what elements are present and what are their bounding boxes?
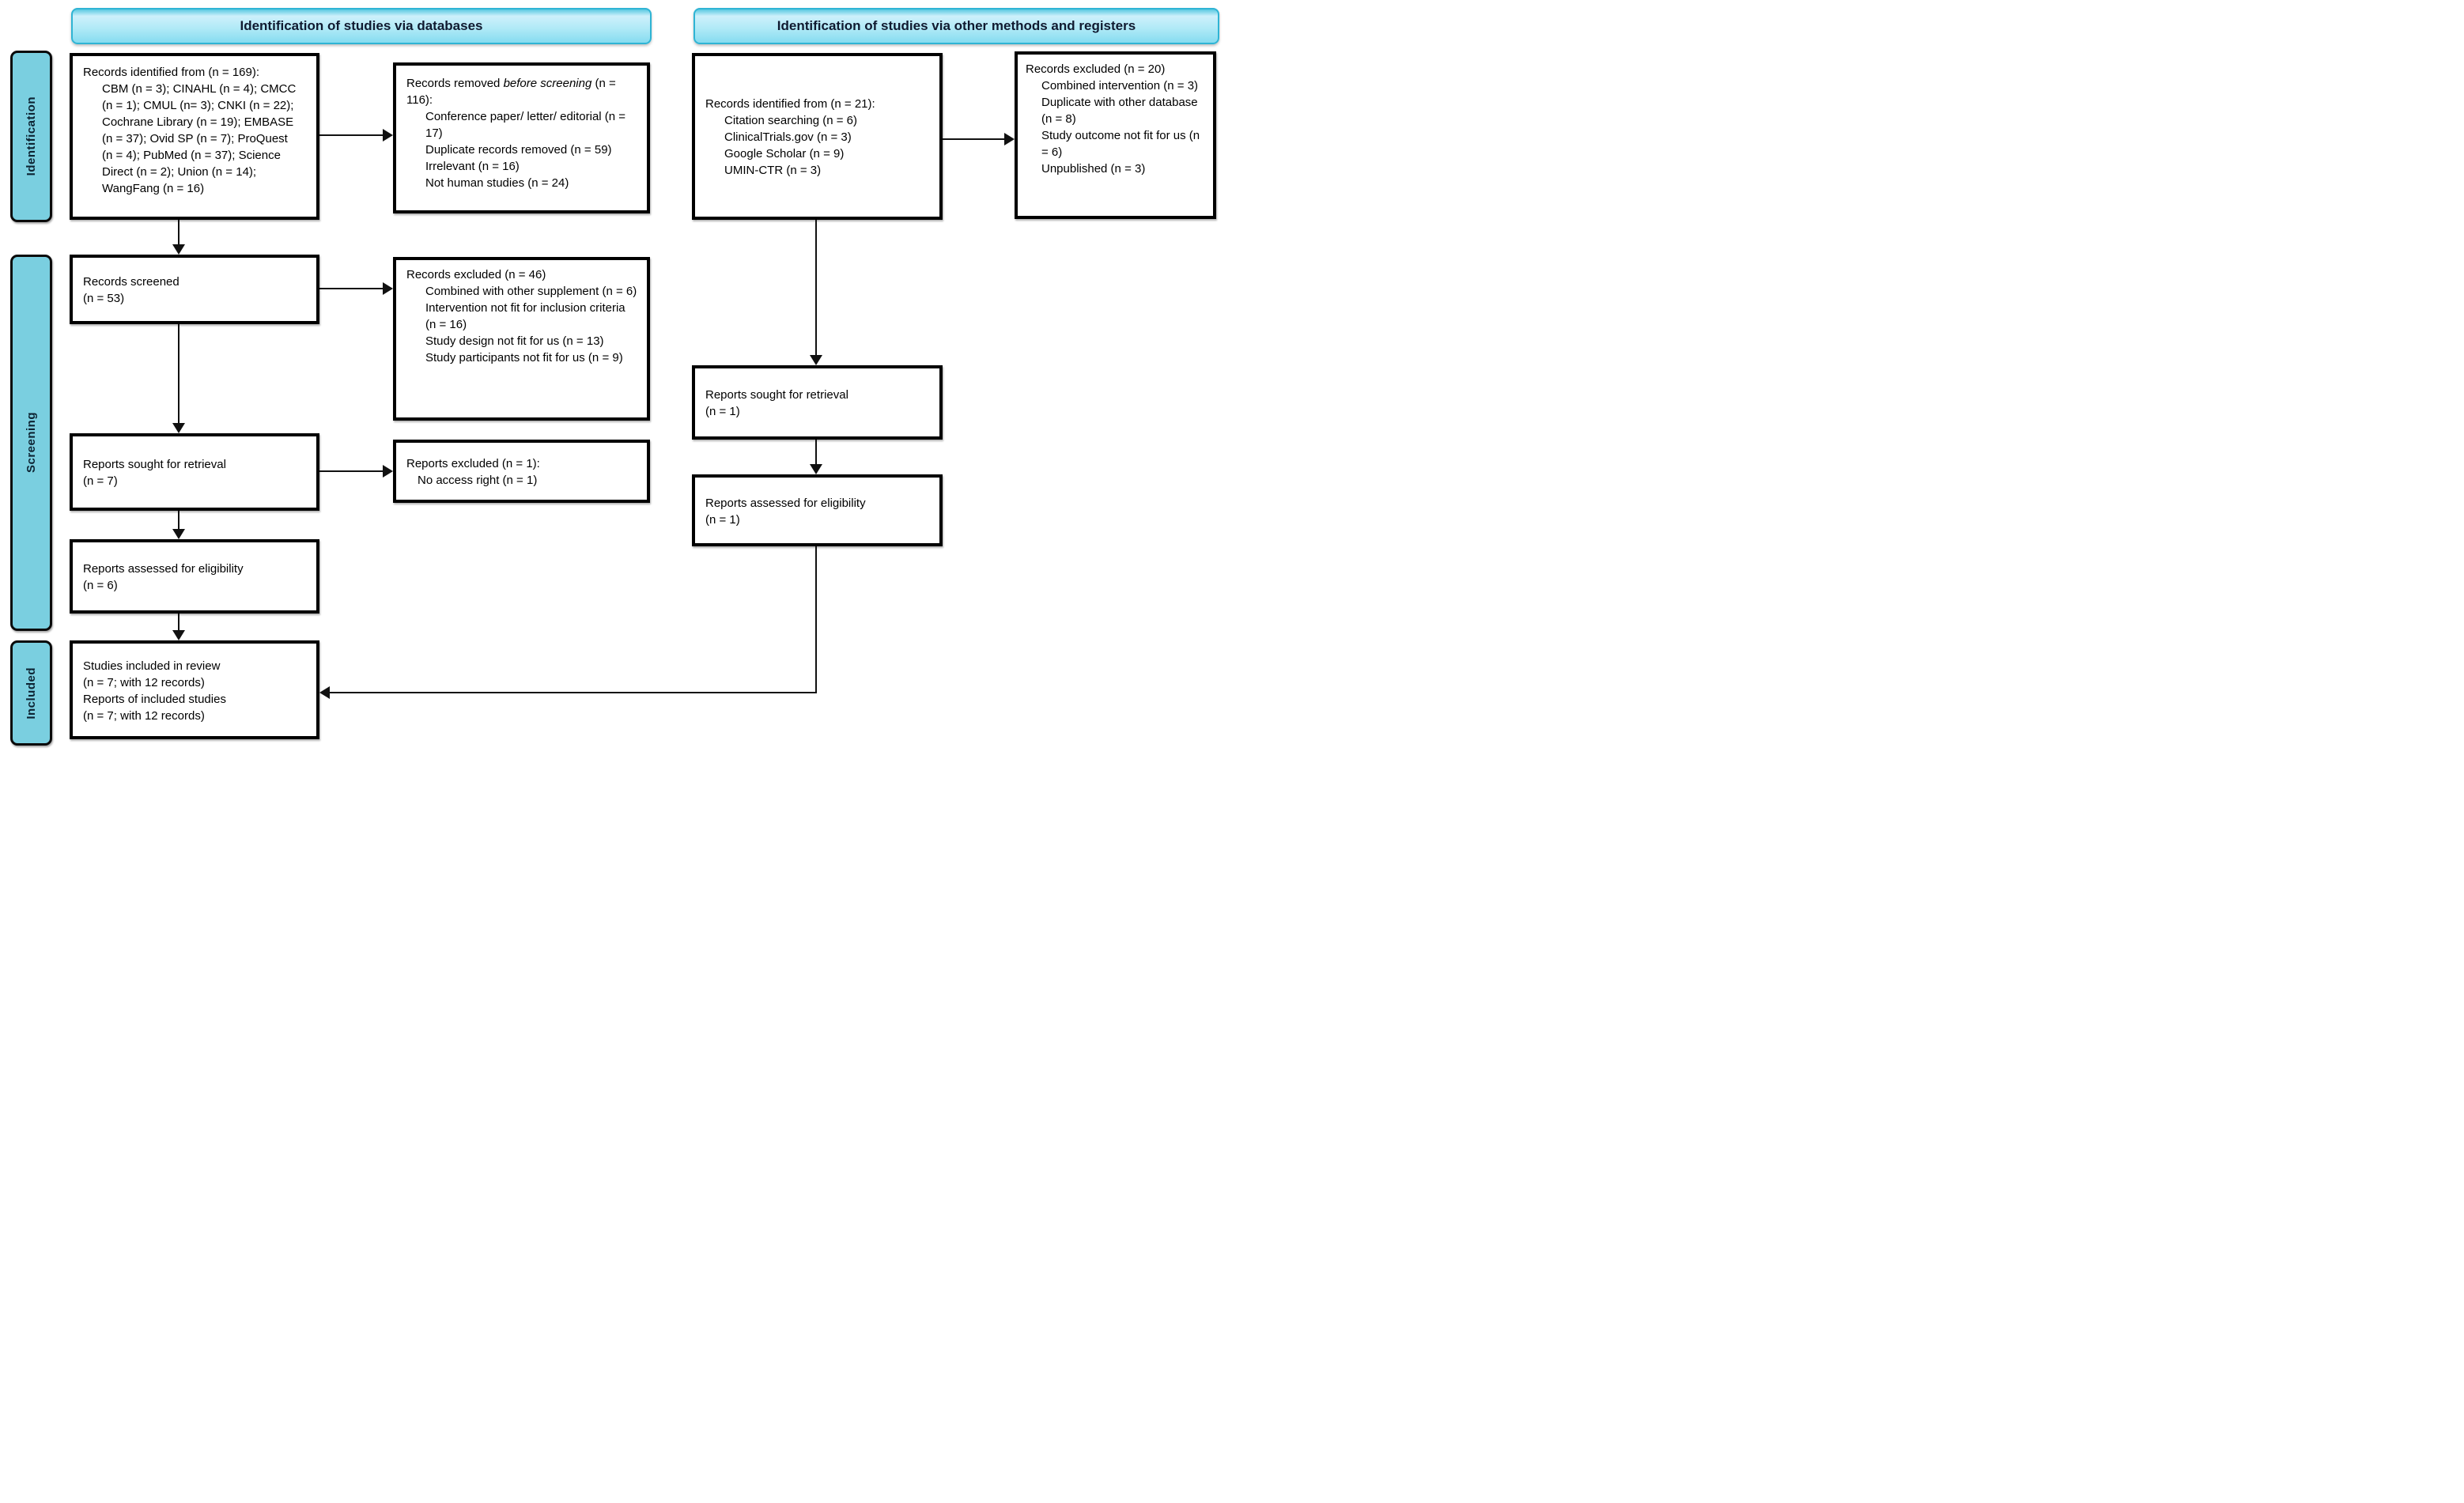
arrow-screened-to-excluded-head bbox=[383, 282, 393, 295]
sidebar-phase-identification: Identification bbox=[10, 51, 52, 222]
reports-assessed-other-label: Reports assessed for eligibility bbox=[705, 496, 866, 510]
box-records-identified-other: Records identified from (n = 21): Citati… bbox=[692, 53, 943, 220]
arrow-identified-to-removed-line bbox=[319, 134, 384, 136]
banner-identification-databases: Identification of studies via databases bbox=[71, 8, 652, 44]
arrow-screened-to-sought-head bbox=[172, 423, 185, 433]
reports-sought-other-label: Reports sought for retrieval bbox=[705, 388, 848, 402]
studies-included-line2: (n = 7; with 12 records) bbox=[83, 675, 205, 689]
box-records-identified-databases: Records identified from (n = 169): CBM (… bbox=[70, 53, 319, 220]
arrow-sought-to-assessed-head bbox=[172, 529, 185, 539]
records-identified-other-item: UMIN-CTR (n = 3) bbox=[724, 164, 822, 177]
studies-included-line3: Reports of included studies bbox=[83, 692, 226, 706]
records-identified-other-title: Records identified from (n = 21): bbox=[705, 97, 875, 111]
sidebar-phase-included: Included bbox=[10, 640, 52, 746]
box-studies-included: Studies included in review (n = 7; with … bbox=[70, 640, 319, 739]
records-excluded-screening-item: Combined with other supplement (n = 6) bbox=[425, 285, 637, 298]
records-excluded-other-item: Duplicate with other database (n = 8) bbox=[1041, 96, 1198, 126]
records-excluded-other-item: Combined intervention (n = 3) bbox=[1041, 79, 1199, 93]
records-removed-item: Not human studies (n = 24) bbox=[425, 176, 569, 190]
arrow-sought-to-assessed-line bbox=[178, 511, 180, 531]
sidebar-phase-screening-label: Screening bbox=[25, 412, 38, 474]
records-excluded-screening-item: Intervention not fit for inclusion crite… bbox=[425, 301, 625, 331]
arrow-assessed-to-included-head bbox=[172, 630, 185, 640]
arrow-other-identified-to-sought-line bbox=[815, 220, 817, 357]
arrow-assessed-to-included-line bbox=[178, 614, 180, 632]
reports-sought-other-count: (n = 1) bbox=[705, 405, 740, 418]
records-removed-item: Conference paper/ letter/ editorial (n =… bbox=[425, 110, 626, 140]
reports-excluded-reason: No access right (n = 1) bbox=[418, 474, 538, 487]
records-excluded-other-item: Study outcome not fit for us (n = 6) bbox=[1041, 129, 1200, 159]
arrow-other-identified-to-sought-head bbox=[810, 355, 822, 365]
reports-assessed-other-count: (n = 1) bbox=[705, 512, 740, 527]
records-excluded-other-title: Records excluded (n = 20) bbox=[1026, 62, 1166, 76]
box-reports-sought-databases: Reports sought for retrieval (n = 7) bbox=[70, 433, 319, 511]
records-excluded-other-item: Unpublished (n = 3) bbox=[1041, 162, 1146, 176]
arrow-other-identified-to-excluded-head bbox=[1004, 133, 1015, 145]
studies-included-line1: Studies included in review bbox=[83, 659, 221, 673]
banner-identification-other-methods: Identification of studies via other meth… bbox=[693, 8, 1219, 44]
reports-excluded-title: Reports excluded (n = 1): bbox=[406, 457, 540, 470]
box-records-excluded-screening: Records excluded (n = 46) Combined with … bbox=[393, 257, 650, 421]
box-reports-sought-other: Reports sought for retrieval (n = 1) bbox=[692, 365, 943, 440]
arrow-sought-to-reports-excluded-head bbox=[383, 465, 393, 478]
reports-assessed-databases-count: (n = 6) bbox=[83, 579, 118, 592]
sidebar-phase-identification-label: Identification bbox=[25, 96, 38, 176]
box-records-removed-before-screening: Records removed before screening (n = 11… bbox=[393, 62, 650, 213]
box-records-excluded-other: Records excluded (n = 20) Combined inter… bbox=[1015, 51, 1216, 219]
arrow-other-sought-to-assessed-line bbox=[815, 440, 817, 466]
reports-assessed-databases-label: Reports assessed for eligibility bbox=[83, 562, 244, 576]
arrow-other-assessed-to-included-vertical bbox=[815, 546, 817, 693]
sidebar-phase-included-label: Included bbox=[25, 667, 38, 719]
records-removed-item: Irrelevant (n = 16) bbox=[425, 160, 520, 173]
arrow-identified-to-screened-head bbox=[172, 244, 185, 255]
reports-sought-databases-label: Reports sought for retrieval bbox=[83, 458, 226, 471]
records-identified-other-item: Citation searching (n = 6) bbox=[724, 114, 858, 127]
records-removed-item: Duplicate records removed (n = 59) bbox=[425, 143, 612, 157]
reports-sought-databases-count: (n = 7) bbox=[83, 474, 118, 488]
records-excluded-screening-title: Records excluded (n = 46) bbox=[406, 268, 546, 281]
arrow-other-assessed-to-included-head bbox=[319, 686, 330, 699]
sidebar-phase-screening: Screening bbox=[10, 255, 52, 631]
records-excluded-screening-item: Study design not fit for us (n = 13) bbox=[425, 334, 604, 348]
arrow-other-sought-to-assessed-head bbox=[810, 464, 822, 474]
banner-identification-databases-label: Identification of studies via databases bbox=[240, 18, 483, 33]
records-excluded-screening-item: Study participants not fit for us (n = 9… bbox=[425, 351, 623, 364]
box-reports-assessed-databases: Reports assessed for eligibility (n = 6) bbox=[70, 539, 319, 614]
records-removed-title: Records removed before screening (n = 11… bbox=[406, 77, 616, 107]
studies-included-line4: (n = 7; with 12 records) bbox=[83, 708, 205, 723]
arrow-identified-to-removed-head bbox=[383, 129, 393, 142]
arrow-sought-to-reports-excluded-line bbox=[319, 470, 384, 472]
banner-identification-other-methods-label: Identification of studies via other meth… bbox=[777, 18, 1136, 33]
arrow-other-assessed-to-included-horizontal bbox=[329, 692, 817, 693]
prisma-flow-diagram: Identification of studies via databases … bbox=[0, 0, 1232, 751]
box-reports-assessed-other: Reports assessed for eligibility (n = 1) bbox=[692, 474, 943, 546]
arrow-other-identified-to-excluded-line bbox=[943, 138, 1006, 140]
records-identified-other-item: ClinicalTrials.gov (n = 3) bbox=[724, 130, 852, 144]
records-identified-databases-title: Records identified from (n = 169): bbox=[83, 66, 260, 79]
records-screened-label: Records screened bbox=[83, 275, 180, 289]
records-identified-databases-sources: CBM (n = 3); CINAHL (n = 4); CMCC (n = 1… bbox=[102, 82, 297, 195]
arrow-screened-to-excluded-line bbox=[319, 288, 384, 289]
box-records-screened: Records screened (n = 53) bbox=[70, 255, 319, 324]
arrow-identified-to-screened-line bbox=[178, 220, 180, 246]
records-identified-other-item: Google Scholar (n = 9) bbox=[724, 147, 845, 160]
arrow-screened-to-sought-line bbox=[178, 324, 180, 425]
box-reports-excluded: Reports excluded (n = 1): No access righ… bbox=[393, 440, 650, 503]
records-screened-count: (n = 53) bbox=[83, 292, 125, 305]
